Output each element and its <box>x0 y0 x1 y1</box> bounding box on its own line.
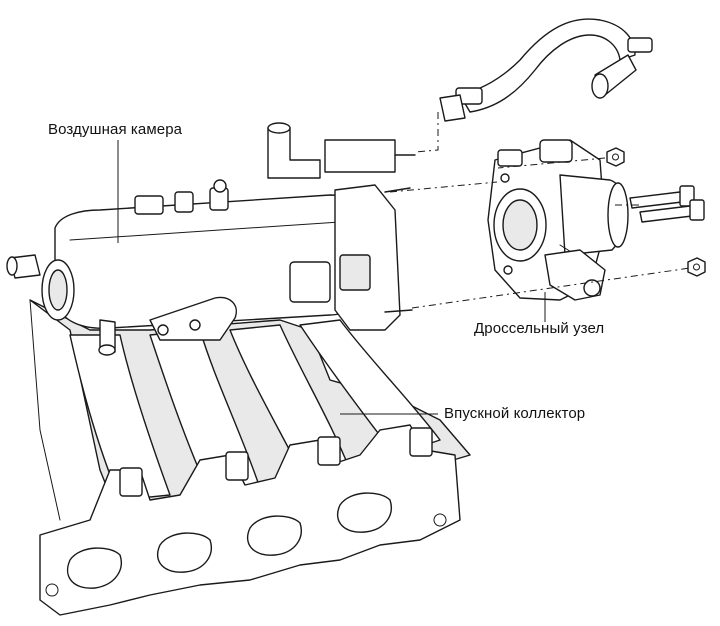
air-chamber <box>6 179 363 356</box>
leaders <box>117 140 546 415</box>
fasteners <box>606 147 706 277</box>
throttle-body <box>487 139 629 301</box>
assembly-lines <box>389 112 691 309</box>
breather-hose <box>439 18 653 122</box>
plenum-flange <box>267 122 416 331</box>
label-air-chamber: Воздушная камера <box>48 121 183 138</box>
intake-manifold <box>29 299 471 616</box>
label-throttle-body: Дроссельный узел <box>474 320 605 337</box>
label-intake-manifold: Впускной коллектор <box>444 405 586 422</box>
